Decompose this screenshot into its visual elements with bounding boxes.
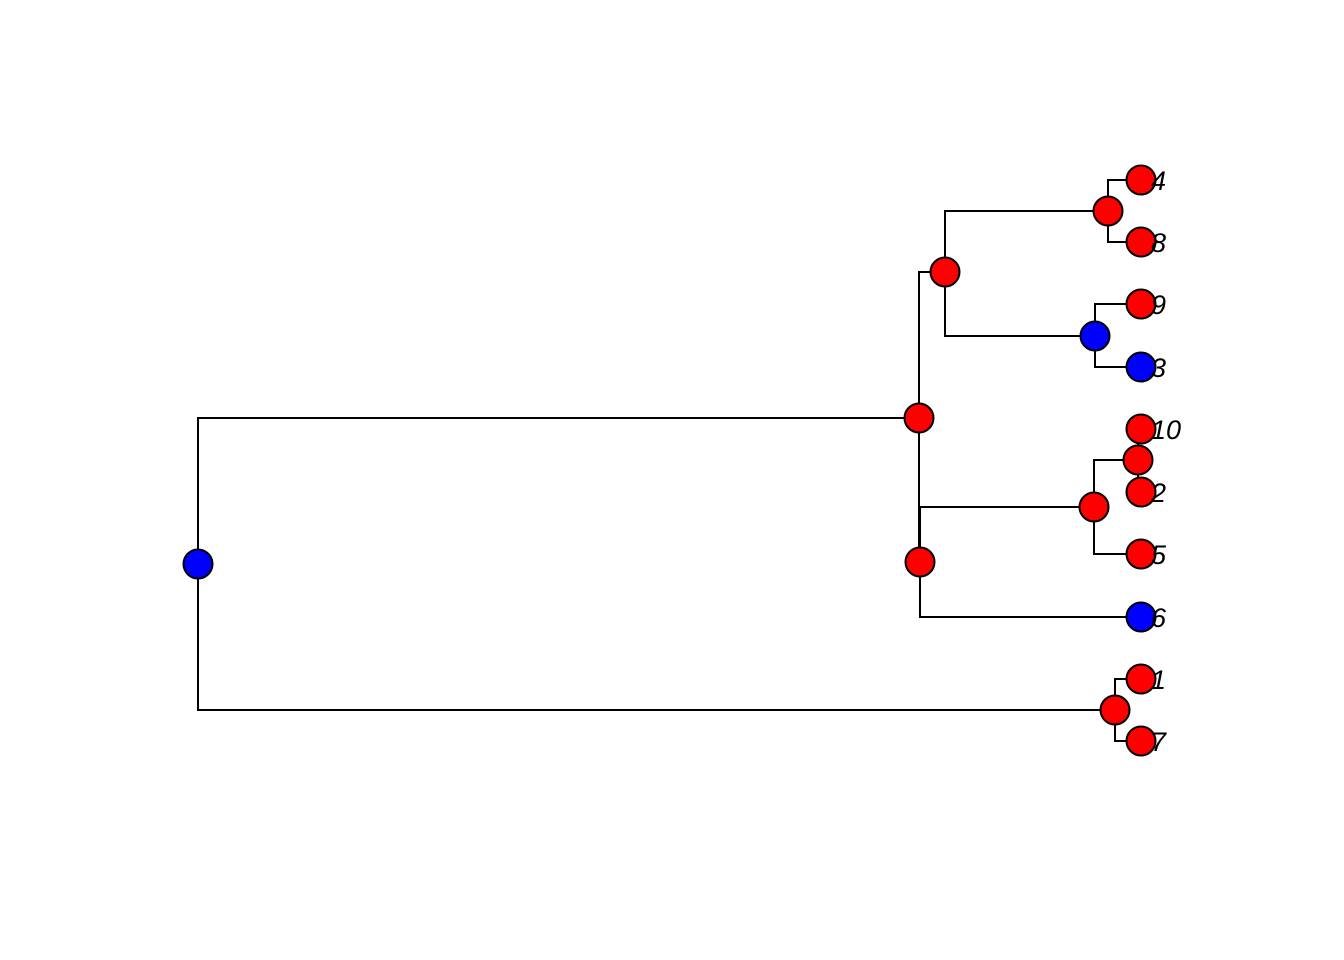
tip-node-t8 — [1125, 226, 1157, 258]
nodes — [182, 164, 1157, 757]
tip-label-9: 9 — [1151, 290, 1166, 320]
tip-node-t10 — [1125, 413, 1157, 445]
tip-node-t9 — [1125, 288, 1157, 320]
tip-label-4: 4 — [1151, 166, 1166, 196]
tip-label-3: 3 — [1151, 353, 1166, 383]
tip-labels: 4 8 9 3 10 2 5 6 1 7 — [1150, 166, 1181, 757]
branch-n8 — [197, 564, 1115, 711]
branch-t6 — [919, 562, 1141, 618]
internal-node-n5 — [904, 546, 936, 578]
branch-n4 — [944, 272, 1095, 337]
tip-node-t7 — [1125, 725, 1157, 757]
tip-node-t2 — [1125, 476, 1157, 508]
internal-node-n1 — [903, 402, 935, 434]
branch-n2 — [918, 271, 945, 418]
internal-node-n3 — [1092, 195, 1124, 227]
internal-node-n8 — [1099, 694, 1131, 726]
tip-label-2: 2 — [1150, 478, 1166, 508]
branches — [197, 179, 1141, 742]
tip-node-t4 — [1125, 164, 1157, 196]
tip-label-8: 8 — [1151, 228, 1166, 258]
tip-label-6: 6 — [1151, 603, 1167, 633]
internal-node-n2 — [929, 256, 961, 288]
branch-t5 — [1093, 507, 1141, 555]
internal-node-n6 — [1078, 491, 1110, 523]
branch-n6 — [919, 506, 1094, 562]
internal-node-root — [182, 548, 214, 580]
branch-n3 — [944, 210, 1108, 272]
internal-node-n4 — [1079, 320, 1111, 352]
tip-node-t3 — [1125, 351, 1157, 383]
tip-label-5: 5 — [1151, 540, 1167, 570]
tip-label-10: 10 — [1151, 415, 1181, 445]
tip-label-1: 1 — [1151, 665, 1166, 695]
internal-node-n7 — [1122, 444, 1154, 476]
tip-node-t5 — [1125, 538, 1157, 570]
tip-label-7: 7 — [1151, 727, 1167, 757]
branch-n1 — [197, 417, 919, 564]
tip-node-t6 — [1125, 601, 1157, 633]
tip-node-t1 — [1125, 663, 1157, 695]
